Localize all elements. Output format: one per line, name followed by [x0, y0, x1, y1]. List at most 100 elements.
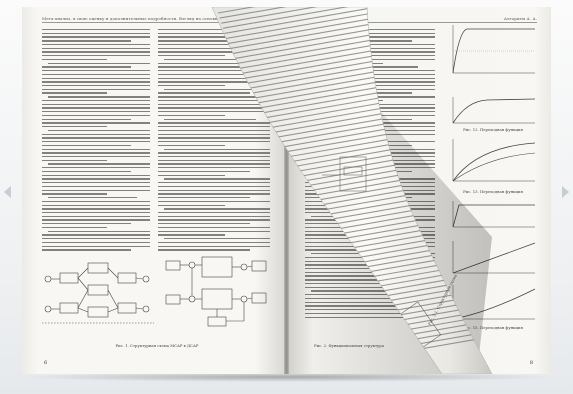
curl-text-line	[249, 88, 401, 116]
text-line	[42, 51, 150, 53]
curl-text-line	[230, 27, 381, 55]
left-running-head: Мета-анализ, в свою оценку и дополнитель…	[42, 16, 270, 23]
text-line	[42, 208, 150, 210]
curl-text-line	[217, 7, 369, 14]
text-line	[158, 32, 270, 35]
text-line	[42, 92, 107, 94]
text-line	[48, 62, 150, 64]
text-line	[158, 99, 270, 102]
text-line	[158, 81, 270, 83]
text-line	[158, 200, 270, 203]
text-line	[158, 219, 270, 221]
text-line	[42, 70, 150, 72]
text-line	[42, 114, 150, 117]
text-line	[158, 197, 250, 199]
text-line	[164, 58, 270, 61]
curl-text-line	[225, 11, 377, 40]
text-line	[48, 129, 150, 132]
text-line	[158, 193, 270, 195]
text-line	[42, 81, 150, 83]
curl-text-line	[251, 93, 402, 121]
curl-text-line	[232, 32, 383, 60]
page-curl-turning-page[interactable]	[22, 7, 551, 374]
text-line	[158, 204, 226, 206]
text-line	[42, 58, 107, 61]
text-line	[42, 223, 131, 225]
text-line	[158, 129, 270, 132]
text-line	[42, 77, 150, 79]
left-figure-caption: Рис. 1. Структурная схема МСАР в ДСАР	[115, 343, 199, 348]
curl-text-line	[235, 42, 386, 70]
text-line	[158, 185, 270, 188]
text-line	[42, 174, 150, 176]
prev-page-button[interactable]	[2, 183, 14, 201]
curl-text-line	[233, 37, 385, 65]
next-page-button[interactable]	[559, 183, 571, 201]
text-line	[158, 126, 270, 128]
curl-text-line	[229, 22, 380, 50]
curl-text-line	[245, 73, 396, 101]
text-line	[42, 204, 150, 206]
curl-text-line	[243, 68, 394, 96]
text-line	[42, 219, 150, 221]
text-line	[158, 47, 270, 49]
text-line	[158, 211, 270, 214]
text-line	[164, 118, 256, 120]
text-line	[42, 107, 150, 109]
text-line	[158, 51, 270, 53]
text-line	[42, 159, 107, 161]
text-line	[42, 118, 131, 120]
text-line	[305, 29, 435, 31]
book-spread: Мета-анализ, в свою оценку и дополнитель…	[22, 7, 551, 374]
text-line	[42, 55, 150, 57]
curl-text-line	[238, 52, 389, 80]
text-line	[42, 66, 131, 68]
text-line	[164, 238, 270, 240]
text-line	[48, 163, 150, 165]
text-line	[42, 88, 150, 91]
text-line	[158, 40, 250, 42]
text-line	[42, 226, 107, 229]
text-line	[158, 43, 270, 46]
text-line	[158, 77, 270, 79]
text-line	[42, 234, 150, 236]
text-line	[42, 185, 150, 188]
text-line	[42, 99, 150, 102]
text-line	[42, 137, 150, 139]
text-line	[158, 36, 270, 38]
text-line	[158, 163, 270, 165]
text-line	[305, 36, 435, 38]
right-plot-1	[452, 25, 535, 74]
text-line	[158, 55, 226, 57]
text-line	[42, 238, 150, 240]
text-line	[42, 133, 150, 135]
curl-text-line	[224, 7, 375, 34]
text-line	[42, 170, 131, 173]
curl-text-line	[253, 98, 404, 126]
text-line	[42, 32, 150, 35]
text-line	[158, 152, 270, 154]
text-line	[42, 29, 150, 31]
text-line	[158, 159, 270, 161]
text-line	[42, 215, 150, 218]
text-line	[42, 47, 150, 49]
text-line	[164, 88, 270, 91]
left-page-number: 6	[44, 360, 48, 366]
right-page-number: 8	[529, 360, 533, 366]
text-line	[42, 126, 107, 128]
right-figure-caption-2: Рис. 13. Переходная функция	[463, 189, 523, 194]
book-gutter	[284, 7, 289, 374]
curl-text-line	[240, 57, 391, 85]
text-line	[158, 189, 270, 191]
text-line	[48, 197, 137, 199]
text-line	[158, 70, 270, 72]
text-line	[158, 29, 270, 31]
text-line	[164, 178, 270, 180]
text-line	[164, 208, 270, 210]
text-line	[158, 170, 250, 173]
right-running-head: Алгоритм А. А.	[305, 16, 537, 23]
right-figure-caption-3: Рис. 15. Переходная функция	[463, 325, 523, 330]
text-line	[158, 66, 250, 68]
text-line	[158, 226, 270, 229]
